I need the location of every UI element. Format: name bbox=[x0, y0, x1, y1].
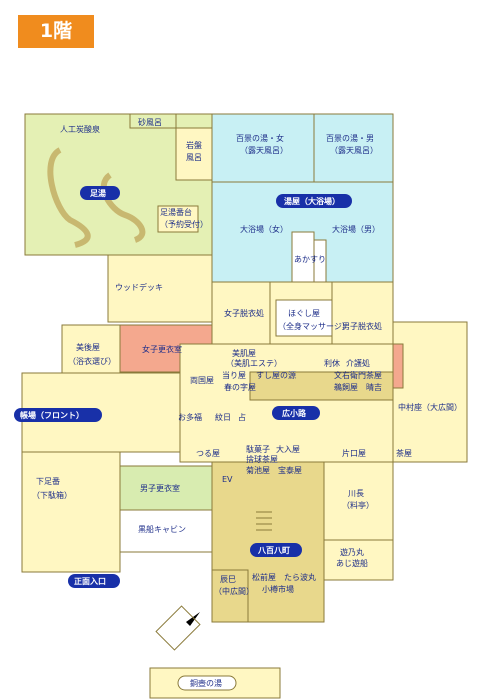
label-uranai: 占 bbox=[238, 412, 246, 422]
area-central bbox=[179, 343, 394, 463]
pill-chouba[interactable]: 帳場（フロント） bbox=[14, 408, 102, 422]
area-hiro-koji bbox=[249, 371, 394, 401]
svg-text:広小路: 広小路 bbox=[282, 408, 307, 418]
label-daiyoku-women: 大浴場（女） bbox=[240, 224, 288, 234]
entrance-steps bbox=[155, 605, 201, 651]
stairs-icon bbox=[256, 511, 272, 531]
label-ashiyu-bandai-1: 足湯番台 bbox=[160, 207, 192, 217]
floor-label: 1階 bbox=[18, 15, 94, 48]
label-ev: EV bbox=[222, 475, 233, 484]
svg-text:足湯: 足湯 bbox=[90, 188, 106, 198]
pill-shoumen-iriguchi[interactable]: 正面入口 bbox=[68, 574, 120, 588]
pill-doukou[interactable]: 銅壺の湯 bbox=[177, 675, 237, 691]
label-kotaki: 小樽市場 bbox=[262, 584, 294, 594]
label-hyakkei-men-1: 百景の湯・男 bbox=[326, 133, 374, 143]
label-bunmei: 文右衛門茶屋 bbox=[334, 370, 382, 380]
label-yaruzou-2: あじ遊船 bbox=[336, 558, 368, 568]
label-biki-2: （美肌エステ） bbox=[226, 358, 282, 368]
label-biki-1: 美肌屋 bbox=[232, 348, 256, 358]
label-tatsumi-2: （中広間） bbox=[214, 586, 254, 596]
area-suna bbox=[129, 113, 177, 129]
label-akasuri: あかすり bbox=[294, 255, 326, 264]
label-atariya: 当り屋 bbox=[222, 370, 246, 380]
pill-hakuhoukan[interactable]: 八百八町 bbox=[250, 543, 302, 557]
label-kaijo: 介護処 bbox=[346, 358, 370, 368]
label-kuro-cabin: 黒船キャビン bbox=[138, 524, 186, 534]
label-hyakkei-women-2: （露天風呂） bbox=[240, 146, 288, 155]
pill-ashiyu[interactable]: 足湯 bbox=[80, 186, 120, 200]
label-daiyoku-men: 大浴場（男） bbox=[332, 224, 380, 234]
label-yaruzou-1: 遊乃丸 bbox=[340, 547, 364, 557]
label-shimo-ashiban-1: 下足番 bbox=[36, 476, 60, 486]
label-joshi-datsuijo: 女子脱衣処 bbox=[224, 308, 264, 318]
label-ryoushiya: 鵜飼屋 bbox=[334, 382, 358, 392]
label-hogushi-2: （全身マッサージ） bbox=[278, 321, 350, 331]
label-tokamiya: 両国屋 bbox=[190, 376, 214, 385]
area-hogushi-box bbox=[275, 299, 333, 337]
svg-text:正面入口: 正面入口 bbox=[74, 577, 106, 586]
label-ganban-1: 岩盤 bbox=[186, 140, 202, 150]
area-danshi-datsuijo bbox=[331, 281, 394, 345]
area-danshi-koui bbox=[119, 465, 213, 511]
label-joshi-koui: 女子更衣室 bbox=[142, 344, 182, 354]
svg-text:湯屋（大浴場）: 湯屋（大浴場） bbox=[284, 196, 340, 206]
label-kataguchiya: 片口屋 bbox=[342, 448, 366, 458]
label-chaya: 茶屋 bbox=[396, 448, 412, 458]
label-otafuku: お多福 bbox=[178, 412, 202, 422]
area-shimo-ashiban bbox=[21, 451, 121, 573]
label-ganban-2: 風呂 bbox=[186, 153, 202, 162]
entrance-arrow-icon bbox=[186, 612, 200, 626]
label-sushiya: すし屋の源 bbox=[256, 371, 296, 380]
label-dagashi: 駄菓子 bbox=[246, 444, 270, 454]
svg-text:八百八町: 八百八町 bbox=[257, 546, 290, 555]
label-danshi-datsuijo: 男子脱衣処 bbox=[342, 321, 382, 331]
label-bigoya-1: 美後屋 bbox=[76, 342, 100, 352]
label-toshiya: 晴吉 bbox=[366, 382, 382, 392]
label-matsumae: 松前屋 bbox=[252, 572, 276, 582]
area-ganban bbox=[175, 127, 213, 181]
label-tsuruya: つる屋 bbox=[196, 449, 220, 458]
svg-text:銅壺の湯: 銅壺の湯 bbox=[190, 678, 222, 688]
label-suna: 砂風呂 bbox=[138, 117, 162, 127]
label-kawacho-2: （料亭） bbox=[342, 500, 374, 510]
label-danshi-koui: 男子更衣室 bbox=[140, 483, 180, 493]
area-yaruzou bbox=[323, 539, 394, 581]
label-kawacho-1: 川長 bbox=[348, 489, 364, 498]
svg-text:帳場（フロント）: 帳場（フロント） bbox=[20, 410, 84, 420]
label-wood-deck: ウッドデッキ bbox=[115, 282, 163, 292]
label-ginyoku: 菊池屋 bbox=[246, 465, 270, 475]
area-nakamuraza bbox=[392, 321, 468, 463]
label-shimo-ashiban-2: （下駄箱） bbox=[32, 490, 72, 500]
pill-yuya[interactable]: 湯屋（大浴場） bbox=[276, 194, 352, 208]
area-hyakkei-men bbox=[313, 113, 394, 183]
label-bigoya-2: （浴衣選び） bbox=[68, 356, 116, 366]
label-rikyu: 利休 bbox=[324, 358, 340, 368]
label-hogushi-1: ほぐし屋 bbox=[288, 309, 320, 318]
area-ashiyu-bandai bbox=[157, 205, 199, 233]
label-haru: 春の字屋 bbox=[224, 382, 256, 392]
label-nakamuraza: 中村座（大広間） bbox=[398, 402, 462, 412]
area-bigoya bbox=[61, 324, 121, 374]
label-hyakkei-men-2: （露天風呂） bbox=[330, 146, 378, 155]
label-daiku: 大入屋 bbox=[276, 444, 300, 454]
label-ashiyu-bandai-2: （予約受付） bbox=[160, 219, 208, 229]
label-tarabamaru: たら波丸 bbox=[284, 572, 316, 582]
label-oda: 捨球茶屋 bbox=[246, 454, 278, 464]
area-tatsumi bbox=[211, 569, 249, 623]
pill-hiro-koji[interactable]: 広小路 bbox=[272, 406, 320, 420]
area-nakamura-entry bbox=[392, 343, 404, 389]
label-houkaya: 宝泰屋 bbox=[278, 465, 302, 475]
area-kuro-cabin bbox=[119, 509, 213, 553]
label-tatsumi-1: 辰巳 bbox=[220, 575, 236, 584]
label-jinkou-tansan: 人工炭酸泉 bbox=[60, 124, 100, 134]
label-kinbi: 紋日 bbox=[215, 412, 231, 422]
label-hyakkei-women-1: 百景の湯・女 bbox=[236, 133, 284, 143]
